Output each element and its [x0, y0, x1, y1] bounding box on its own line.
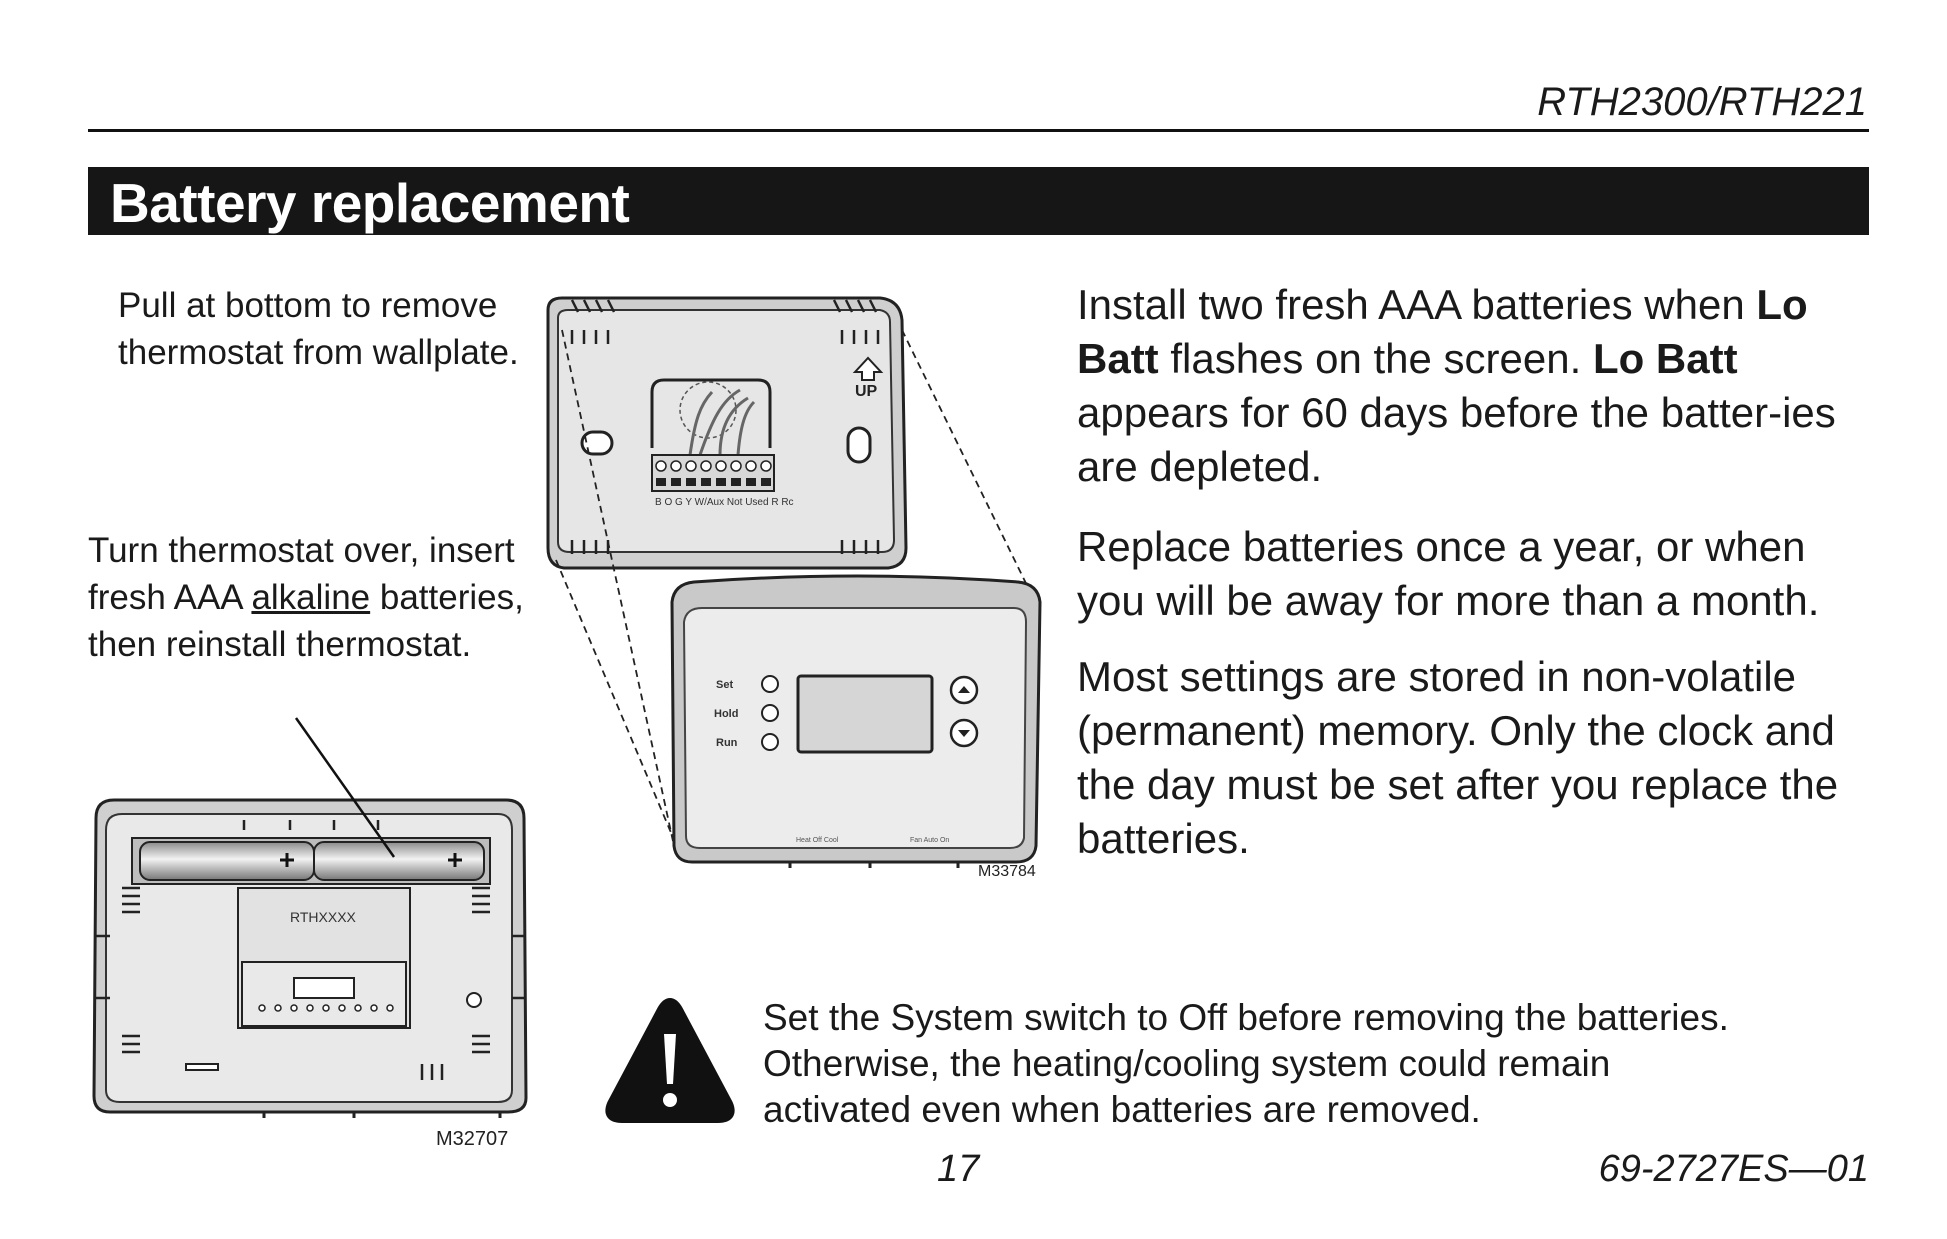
wallplate-figure: B O G Y W/Aux Not Used R Rc UP	[546, 296, 908, 570]
system-switch-label: Heat Off Cool	[796, 837, 839, 844]
header-rule	[88, 129, 1869, 132]
lcd-screen	[796, 674, 934, 754]
lo-batt-term: Lo Batt	[1592, 335, 1738, 382]
leader-line	[294, 717, 396, 858]
caption-turn-text-2: batteries, then reinstall thermostat.	[88, 578, 524, 664]
caption-alkaline: alkaline	[251, 578, 371, 617]
thermostat-front-figure: Set Hold Run Heat Off Cool Fan Auto On	[670, 574, 1042, 868]
instruction-replace-yearly: Replace batteries once a year, or when y…	[1077, 523, 1820, 624]
warning-triangle-icon	[605, 998, 735, 1123]
hold-button-icon	[761, 704, 779, 722]
model-number: RTH2300/RTH221	[1537, 80, 1867, 124]
run-button-icon	[761, 733, 779, 751]
instruction-lo-batt: Install two fresh AAA batteries when Lo …	[1077, 278, 1877, 494]
caption-pull: Pull at bottom to remove thermostat from…	[118, 286, 519, 372]
terminal-labels: B O G Y W/Aux Not Used R Rc	[655, 497, 794, 508]
button-label-set: Set	[716, 679, 733, 691]
button-label-run: Run	[716, 737, 738, 749]
instruction-text: appears for 60 days before the batter-ie…	[1077, 389, 1836, 490]
wallplate-up-label: UP	[855, 383, 878, 400]
section-title-bar: Battery replacement	[88, 167, 1869, 235]
set-button-icon	[761, 675, 779, 693]
warning-text: Set the System switch to Off before remo…	[763, 997, 1729, 1130]
fan-switch-label: Fan Auto On	[910, 837, 949, 844]
button-label-hold: Hold	[714, 708, 738, 720]
projection-lines	[555, 329, 1041, 856]
instruction-memory: Most settings are stored in non-volatile…	[1077, 653, 1839, 862]
battery-2	[313, 841, 485, 881]
instruction-text: flashes on the screen.	[1158, 335, 1593, 382]
back-model-label: RTHXXXX	[290, 909, 357, 925]
page-number: 17	[937, 1148, 980, 1190]
lo-batt-term: Lo Batt	[1077, 281, 1808, 382]
thermostat-back-figure: RTHXXXX	[92, 798, 528, 1118]
section-title: Battery replacement	[110, 172, 630, 234]
caption-turn-text-1: Turn thermostat over, insert fresh AAA	[88, 531, 515, 617]
caption-turn-over: Turn thermostat over, insert fresh AAA a…	[88, 527, 548, 668]
document-number: 69-2727ES—01	[1598, 1148, 1869, 1190]
instruction-text: Install two fresh AAA batteries when	[1077, 281, 1757, 328]
figure-id-front: M33784	[978, 863, 1036, 880]
figure-id-back: M32707	[436, 1128, 508, 1150]
